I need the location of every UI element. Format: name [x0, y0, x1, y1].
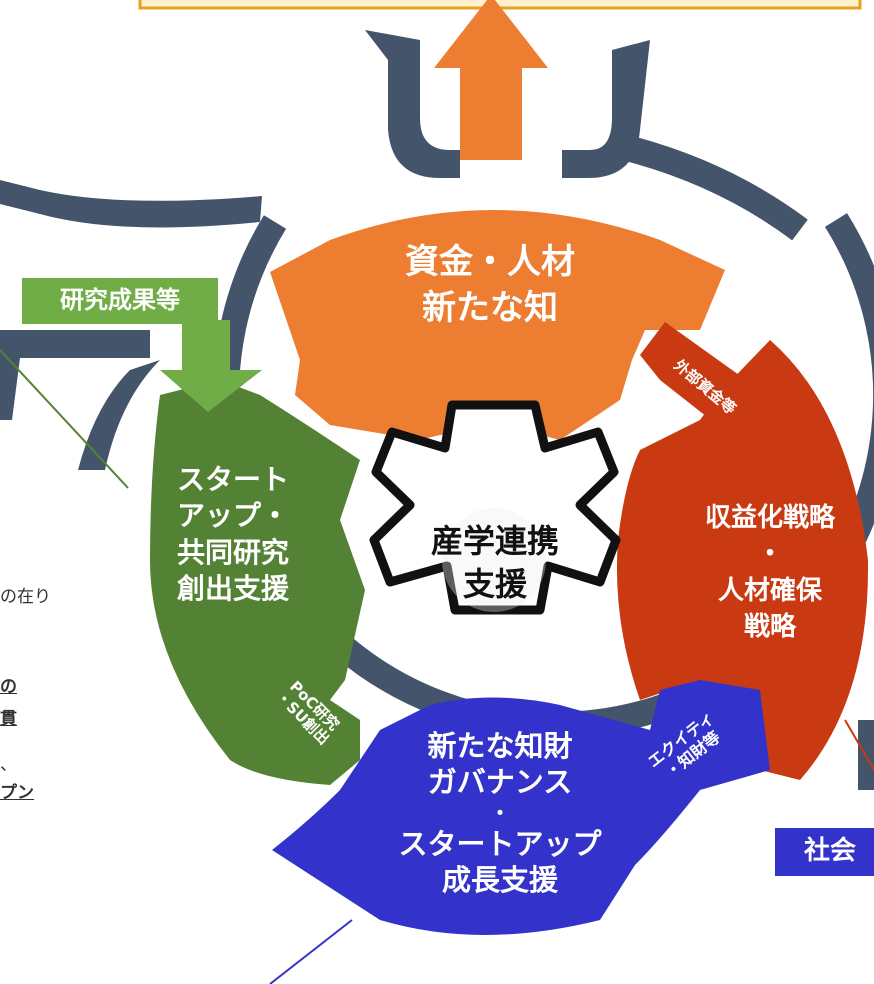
segment-left-line4: 創出支援	[176, 572, 289, 606]
side-text-2: の	[0, 677, 17, 697]
research-arrow	[160, 320, 262, 412]
segment-right-label: 収益化戦略 ・ 人材確保 戦略	[680, 500, 860, 646]
research-label-box	[22, 278, 218, 324]
segment-right-line3: 人材確保	[717, 575, 822, 606]
segment-bottom-line3: ・	[490, 800, 510, 825]
center-line2: 支援	[462, 565, 527, 604]
center-line1: 産学連携	[430, 522, 559, 560]
segment-bottom-line5: 成長支援	[441, 862, 558, 897]
side-text-4: 、	[0, 755, 17, 775]
gear-icon	[369, 400, 621, 615]
segment-right-line4: 戦略	[743, 612, 796, 643]
segment-left-label: スタート アップ・ 共同研究 創出支援	[148, 462, 318, 608]
pipe-top	[0, 30, 650, 470]
connector-green	[0, 349, 129, 489]
society-box	[775, 828, 874, 876]
side-text-1: の在り	[0, 587, 51, 607]
segment-top	[270, 210, 725, 440]
segment-right	[616, 340, 869, 780]
segment-bottom-label: 新たな知財 ガバナンス ・ スタートアップ 成長支援	[350, 728, 650, 898]
segment-top-label: 資金・人材 新たな知	[330, 240, 650, 332]
segment-right-line2: ・	[756, 539, 783, 570]
research-arrow-label: 研究成果等	[60, 286, 180, 314]
segment-right-line1: 収益化戦略	[704, 503, 835, 533]
connector-blue	[269, 919, 353, 984]
segment-bottom-line4: スタートアップ	[398, 826, 602, 861]
up-arrow	[434, 0, 548, 160]
side-text-5: プン	[0, 783, 34, 803]
segment-top-line1: 資金・人材	[405, 242, 575, 282]
segment-top-line2: 新たな知	[422, 287, 558, 328]
side-text-3: 貫	[0, 709, 17, 729]
segment-bottom	[272, 680, 770, 935]
society-label: 社会	[803, 836, 856, 866]
segment-left-line1: スタート	[176, 463, 289, 496]
segment-bottom-line2: ガバナンス	[427, 765, 573, 800]
segment-left	[150, 380, 365, 785]
segment-left-line3: 共同研究	[176, 535, 289, 569]
connector-red	[844, 719, 874, 771]
external-funds-arrow	[640, 322, 760, 435]
center-label: 産学連携 支援	[400, 520, 590, 606]
segment-left-line2: アップ・	[176, 499, 289, 533]
segment-bottom-line1: 新たな知財	[427, 729, 573, 763]
